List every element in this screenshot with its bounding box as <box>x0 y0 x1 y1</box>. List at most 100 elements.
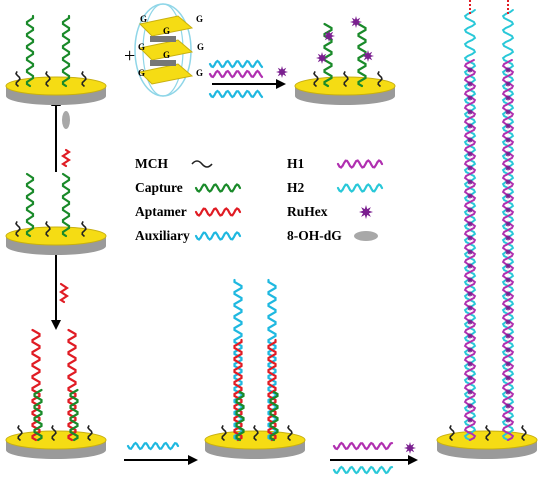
mch-strand <box>15 221 21 237</box>
ruhex-marker <box>466 276 474 284</box>
mch-strand <box>313 71 319 87</box>
plus-sign: + <box>124 45 135 67</box>
ruhex-marker <box>466 416 474 424</box>
ruhex-marker <box>466 178 474 186</box>
ruhex-marker <box>466 66 474 74</box>
ruhex-marker <box>316 52 328 64</box>
dna-strands <box>15 9 527 442</box>
auxiliary-strand <box>233 278 243 442</box>
g-label: G <box>140 14 147 24</box>
ruhex-marker <box>466 122 474 130</box>
aptamer-strand <box>233 338 243 442</box>
ruhex-marker <box>504 150 512 158</box>
legend-swatch-aptamer <box>194 207 242 217</box>
ruhex-marker <box>466 94 474 102</box>
legend-label-h2: H2 <box>287 180 305 195</box>
mch-strand <box>45 71 51 87</box>
ruhex-marker <box>362 50 374 62</box>
ruhex-marker <box>504 346 512 354</box>
legend-swatch-h1 <box>336 159 384 169</box>
mch-strand <box>15 71 21 87</box>
ruhex-marker <box>504 108 512 116</box>
mch-strand <box>81 221 87 237</box>
ruhex-marker <box>466 402 474 410</box>
arrow-bottom-2-head <box>408 455 418 465</box>
legend-swatch-8ohdg <box>354 231 378 241</box>
mch-strand <box>51 425 57 441</box>
mch-strand <box>45 221 51 237</box>
ruhex-marker <box>359 205 373 219</box>
free-auxiliary <box>126 441 180 451</box>
g-label: G <box>196 14 203 24</box>
ruhex-marker <box>466 108 474 116</box>
capture-strand <box>269 390 279 442</box>
legend-label-h1: H1 <box>287 156 305 171</box>
mch-strand <box>485 425 491 441</box>
mch-strand <box>449 425 455 441</box>
capture-strand <box>33 388 43 442</box>
ruhex-marker <box>350 16 362 28</box>
auxiliary-strand <box>267 278 277 442</box>
mch-strand <box>87 425 93 441</box>
aptamer-strand <box>267 338 277 442</box>
ruhex-marker <box>404 442 416 454</box>
free-h1 <box>208 69 264 79</box>
ruhex-marker <box>504 416 512 424</box>
ruhex-marker <box>323 30 335 42</box>
ruhex-marker <box>466 360 474 368</box>
mch-strand <box>253 425 259 441</box>
ruhex-marker <box>504 206 512 214</box>
mch-strand <box>81 71 87 87</box>
free-aptamer <box>61 148 71 168</box>
gold-electrode <box>5 76 107 96</box>
gold-electrode <box>5 226 107 246</box>
mch-strand <box>17 425 23 441</box>
arrow-down-left-head <box>51 320 61 330</box>
mch-strand <box>377 71 383 87</box>
ruhex-marker <box>504 178 512 186</box>
legend-swatch-mch <box>191 160 213 168</box>
ruhex-marker <box>466 234 474 242</box>
g-label: G <box>138 68 145 78</box>
free-h2 <box>332 465 394 475</box>
legend-swatch-h2 <box>336 183 384 193</box>
ruhex-marker <box>504 234 512 242</box>
ruhex-marker <box>504 94 512 102</box>
ruhex-marker <box>504 276 512 284</box>
ruhex-marker <box>504 374 512 382</box>
ruhex-marker <box>466 164 474 172</box>
legend-swatches <box>191 159 384 241</box>
capture-strand <box>25 172 35 238</box>
ruhex-marker <box>466 304 474 312</box>
ruhex-marker <box>504 192 512 200</box>
free-8ohdg <box>62 111 70 129</box>
legend: MCH Capture Aptamer Auxiliary H1 H2 RuHe… <box>135 156 384 243</box>
legend-label-mch: MCH <box>135 156 168 171</box>
ruhex-marker <box>466 262 474 270</box>
arrow-bottom-1-head <box>188 455 198 465</box>
ruhex-marker <box>466 374 474 382</box>
ruhex-marker <box>504 80 512 88</box>
ruhex-marker <box>466 248 474 256</box>
ruhex-marker <box>466 80 474 88</box>
g-quadruplex: + G G G G G G G G <box>124 3 204 97</box>
ruhex-marker <box>504 122 512 130</box>
ruhex-marker <box>466 290 474 298</box>
mch-strand <box>343 71 349 87</box>
legend-swatch-auxiliary <box>194 231 242 241</box>
ruhex-marker <box>504 262 512 270</box>
ruhex-marker <box>504 220 512 228</box>
ruhex-marker <box>504 360 512 368</box>
markers <box>276 0 512 454</box>
capture-strand <box>323 22 333 88</box>
ruhex-marker <box>504 304 512 312</box>
mch-strand <box>221 425 227 441</box>
free-aptamer <box>59 282 69 304</box>
electrodes <box>5 76 538 459</box>
h2-strand <box>463 9 477 441</box>
legend-label-8ohdg: 8-OH-dG <box>287 228 342 243</box>
ruhex-marker <box>504 66 512 74</box>
capture-strand <box>235 390 245 442</box>
ruhex-marker <box>504 318 512 326</box>
